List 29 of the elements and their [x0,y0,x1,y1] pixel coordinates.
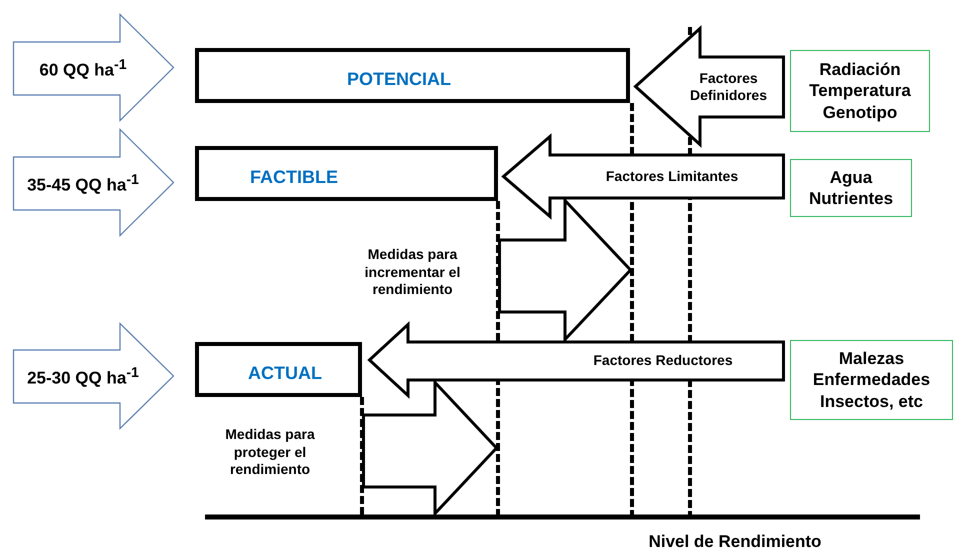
yield-callout [12,322,175,430]
factor-list: Malezas Enfermedades Insectos, etc [791,348,952,412]
measure-callout [498,199,632,341]
factor-label: Factores Definidores [688,70,768,104]
level-label: ACTUAL [248,362,322,385]
level-box [195,48,630,103]
factor-label: Factores Limitantes [606,168,738,186]
factor-box [790,159,912,217]
factor-box [790,340,953,420]
level-box [195,342,362,397]
factor-list: Agua Nutrientes [791,166,911,210]
node-label: Medidas para proteger el rendimiento [224,426,316,478]
yield-callout [12,128,175,237]
factor-box [790,50,930,132]
factor-callout [502,135,785,218]
level-label: FACTIBLE [250,166,338,189]
node-label: Medidas para incrementar el rendimiento [364,246,462,298]
yield-value: 25-30 QQ ha$^{-1}$ [27,364,139,388]
level-label: POTENCIAL [346,68,451,91]
factor-callout [368,323,785,397]
level-box [195,146,498,201]
yield-callout [12,13,175,122]
factor-callout [634,27,785,146]
axis-label: Nivel de Rendimiento [648,531,822,551]
factor-label: Factores Reductores [593,352,733,370]
yield-value: 35-45 QQ ha$^{-1}$ [27,172,139,196]
factor-list: Radiación Temperatura Genotipo [791,59,929,123]
yield-value: 60 QQ ha$^{-1}$ [39,56,127,80]
measure-callout [362,381,498,515]
